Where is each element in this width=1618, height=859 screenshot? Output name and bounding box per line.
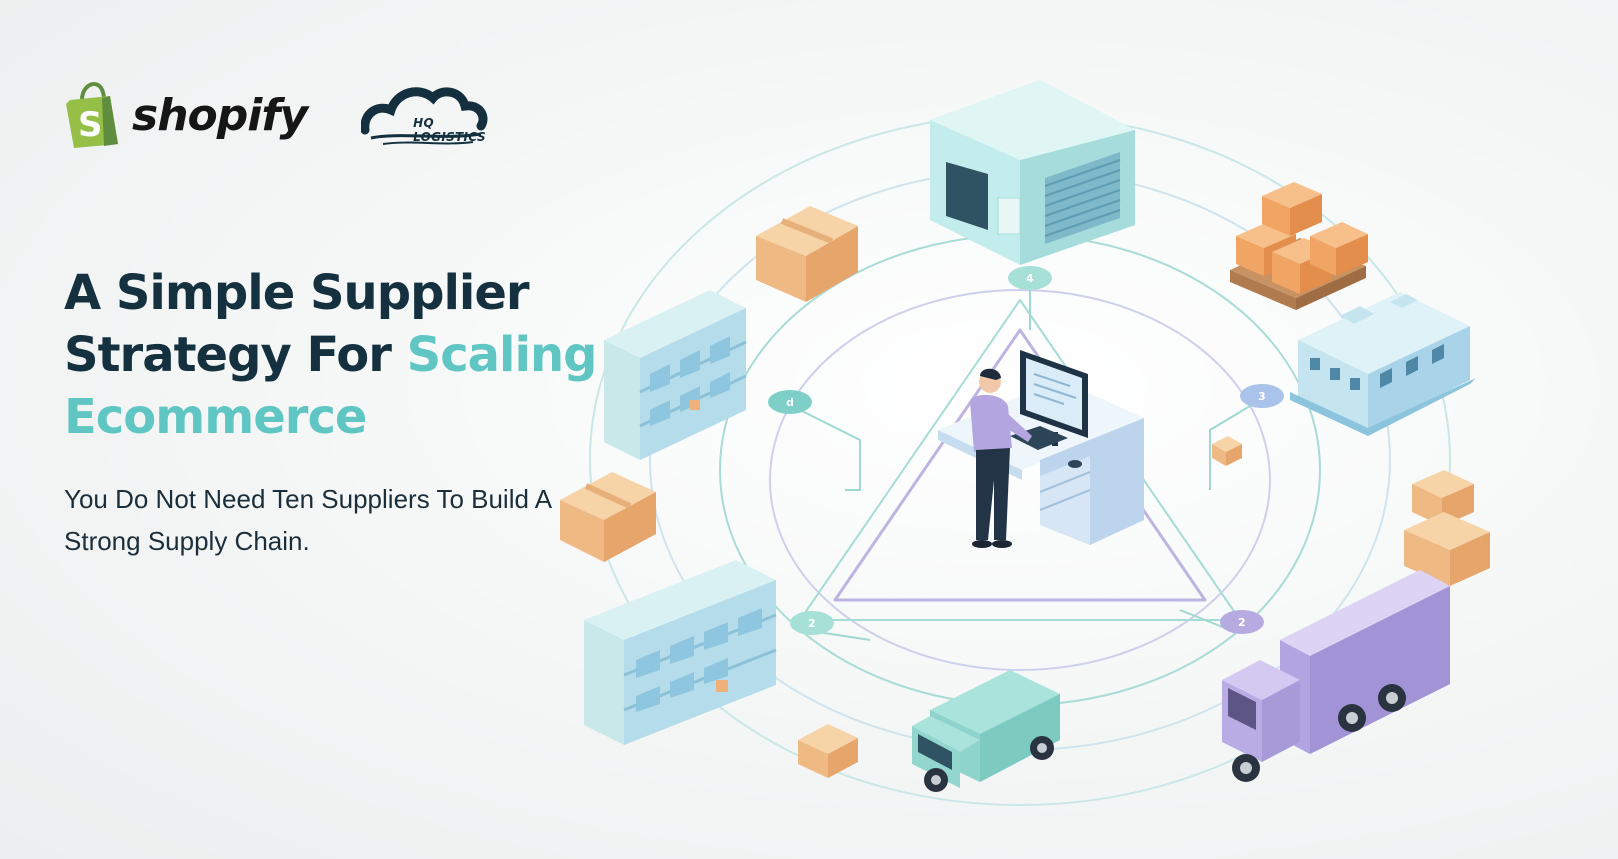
storage-shelf <box>584 560 777 745</box>
step-node-label: d <box>786 396 794 409</box>
shopify-bag-letter: S <box>78 105 103 145</box>
office-building <box>1290 292 1476 436</box>
person-figure <box>970 368 1032 548</box>
workstation <box>938 350 1144 545</box>
shopify-logo[interactable]: S shopify <box>64 82 308 148</box>
cardboard-box <box>560 472 656 562</box>
step-node[interactable]: 2 <box>790 611 834 635</box>
shopify-wordmark: shopify <box>132 89 308 141</box>
connector-lines <box>789 280 1261 641</box>
pallet-boxes <box>1230 182 1368 310</box>
step-node-label: 2 <box>1238 616 1246 629</box>
hq-wordmark: HQ LOGISTICS <box>413 116 486 144</box>
cardboard-box <box>1404 470 1490 586</box>
warehouse-building <box>930 80 1135 265</box>
delivery-van <box>912 670 1060 792</box>
page-subtitle: You Do Not Need Ten Suppliers To Build A… <box>64 484 551 556</box>
shopify-bag-icon: S <box>66 82 118 148</box>
step-node-label: 3 <box>1258 390 1266 403</box>
step-node[interactable]: 3 <box>1240 384 1284 408</box>
brand-logos: S shopify HQ LOGISTICS <box>64 80 511 150</box>
cloud-icon <box>360 87 488 145</box>
delivery-truck <box>1222 570 1450 782</box>
cardboard-box <box>756 206 858 302</box>
step-node[interactable]: 2 <box>1220 610 1264 634</box>
cardboard-box <box>798 724 858 778</box>
page-title: A Simple Supplier Strategy For Scaling E… <box>64 262 604 448</box>
step-node[interactable]: d <box>768 390 812 414</box>
step-node-label: 2 <box>808 617 816 630</box>
storage-shelf <box>604 290 747 460</box>
headline-accent: Scaling Ecommerce <box>64 327 597 445</box>
hq-logistics-logo[interactable]: HQ LOGISTICS <box>360 80 511 150</box>
headline-text: A Simple Supplier Strategy For <box>64 265 530 383</box>
step-node[interactable]: 4 <box>1008 266 1052 290</box>
cardboard-box <box>1212 436 1242 466</box>
step-node-label: 4 <box>1026 272 1034 285</box>
hero-panel: S shopify HQ LOGISTICS A Simple Supplier… <box>64 0 597 859</box>
supply-chain-illustration: 4 d 3 2 2 <box>560 80 1490 806</box>
